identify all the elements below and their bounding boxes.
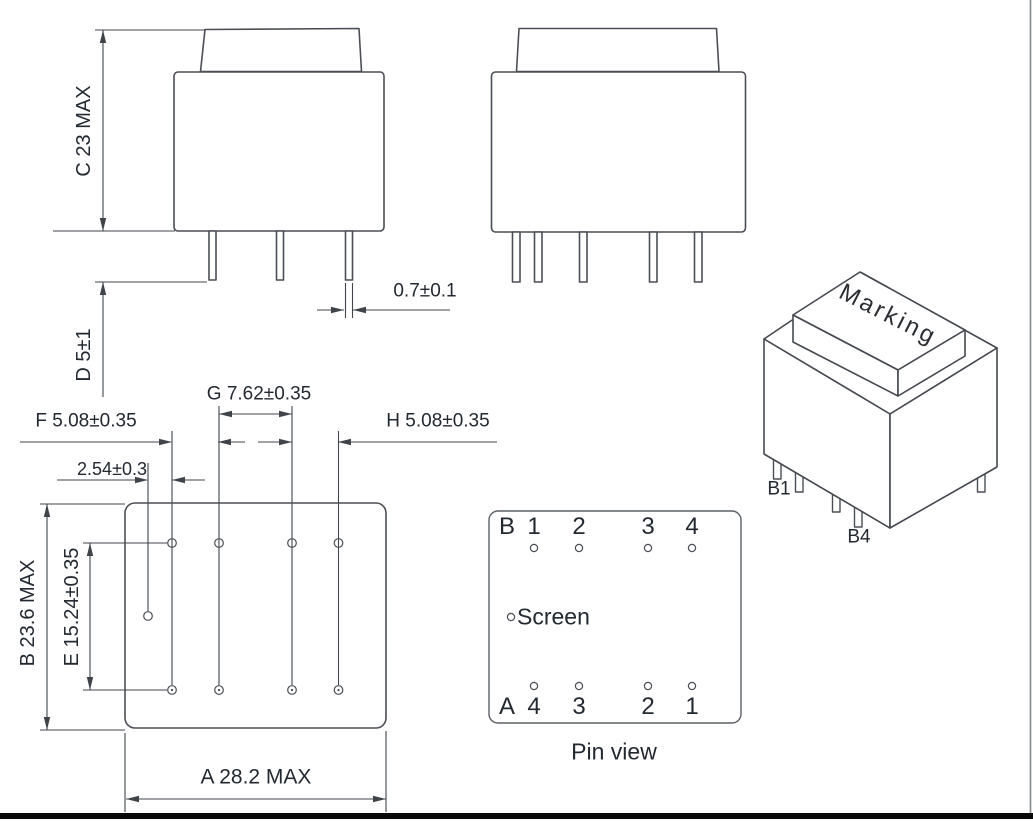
pin-view-pin-a3: 3 <box>572 693 586 720</box>
footprint-screen-hole <box>143 611 153 621</box>
side-view-body <box>173 71 385 232</box>
pin-view-pin-a1: 1 <box>685 693 699 720</box>
dim-label-d-pin-length: D 5±1 <box>73 328 95 382</box>
dim-label-h-pitch: H 5.08±0.35 <box>386 410 490 432</box>
footprint-pin-hole-row-bottom <box>167 685 344 695</box>
iso-body <box>763 271 998 529</box>
dimension-arrowheads <box>43 30 386 803</box>
side-view-pin <box>275 230 285 281</box>
iso-right-face <box>889 347 998 529</box>
front-view-pin <box>533 231 543 283</box>
dim-label-b-depth: B 23.6 MAX <box>17 559 39 667</box>
pin-view-pin-a2: 2 <box>641 693 655 720</box>
pin-view-row-a-label: A <box>498 693 516 720</box>
side-view-pin <box>208 230 217 281</box>
pin-view-row-b-label: B <box>498 513 516 540</box>
side-view-outline <box>173 27 385 281</box>
side-view-pin <box>344 230 354 281</box>
pin-view-title: Pin view <box>571 738 657 765</box>
dim-label-screen-offset: 2.54±0.3 <box>77 459 147 479</box>
front-view-pin <box>693 231 703 283</box>
iso-pin-b1-label: B1 <box>767 478 791 500</box>
footprint-pin-hole-row-top <box>167 538 344 548</box>
front-view-outline <box>490 27 747 283</box>
pin-view-pin-a4: 4 <box>527 693 541 720</box>
front-view-pin <box>578 231 588 283</box>
side-view-cap <box>199 27 363 73</box>
footprint-outline <box>124 502 387 729</box>
pin-view-pin-b2: 2 <box>572 513 586 540</box>
footprint-pin-hole-center-dots <box>170 688 340 692</box>
iso-pin-b4-label: B4 <box>847 526 871 548</box>
dim-label-e-row-span: E 15.24±0.35 <box>61 547 83 667</box>
page-bottom-rule <box>0 813 1033 819</box>
pin-view-pin-b1: 1 <box>527 513 541 540</box>
pin-view-holes <box>506 543 697 691</box>
pin-view-outline <box>488 510 742 724</box>
front-view-pin <box>648 231 658 283</box>
pin-view-box <box>488 510 742 724</box>
pin-view-pin-b4: 4 <box>685 513 699 540</box>
front-view-pin <box>511 231 521 283</box>
iso-cap-right-face <box>897 329 966 397</box>
dim-label-f-pitch: F 5.08±0.35 <box>35 410 137 432</box>
dim-label-pin-width: 0.7±0.1 <box>393 280 457 302</box>
dim-label-g-pitch: G 7.62±0.35 <box>206 383 312 405</box>
footprint-view <box>124 502 387 729</box>
dim-label-c-height: C 23 MAX <box>73 85 95 177</box>
pin-view-screen-label: Screen <box>517 603 590 630</box>
pin-view-pin-b3: 3 <box>641 513 655 540</box>
front-view-cap <box>515 27 720 73</box>
front-view-body <box>490 71 747 233</box>
dim-label-a-width: A 28.2 MAX <box>200 765 312 789</box>
isometric-view <box>763 271 998 529</box>
